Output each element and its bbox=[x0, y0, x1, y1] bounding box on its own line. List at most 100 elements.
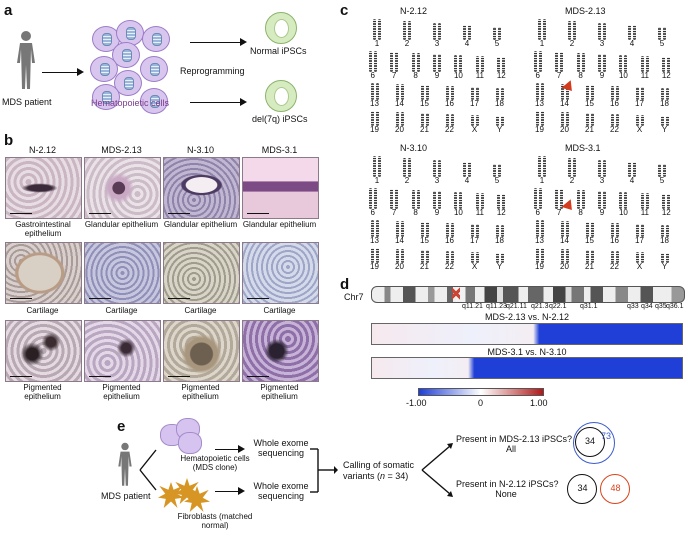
chromosome bbox=[611, 86, 614, 100]
chromosome bbox=[534, 51, 537, 72]
scale-mid-label: 0 bbox=[478, 398, 483, 408]
chromosome bbox=[646, 193, 649, 209]
chromosome-number: Y bbox=[658, 126, 672, 134]
chromosome bbox=[541, 220, 544, 237]
chromosome-number: 7 bbox=[552, 72, 566, 80]
chromosome bbox=[586, 85, 589, 100]
chromosome bbox=[374, 188, 377, 209]
chromosome bbox=[539, 51, 542, 72]
b-label: Pigmented epithelium bbox=[242, 383, 317, 401]
karyotype-row: 19202122XY bbox=[362, 110, 512, 134]
chr7-ideogram bbox=[371, 286, 685, 303]
karyotype-title: N-2.12 bbox=[400, 6, 427, 16]
chromosome bbox=[598, 23, 601, 40]
chromosome-number: 2 bbox=[565, 40, 579, 48]
chromosome-number: 11 bbox=[638, 209, 652, 217]
chromosome bbox=[390, 52, 393, 72]
chromosome bbox=[395, 52, 398, 72]
chromosome bbox=[641, 56, 644, 72]
histology-tile bbox=[5, 320, 82, 382]
chromosome bbox=[573, 158, 576, 177]
b-label: Cartilage bbox=[5, 306, 80, 315]
chromosome bbox=[438, 160, 441, 177]
chromosome bbox=[438, 23, 441, 40]
mds-clone-label: Hematopoietic cells (MDS clone) bbox=[175, 454, 255, 472]
chromosome bbox=[421, 85, 424, 100]
chromosome bbox=[481, 56, 484, 72]
chromosome-number: 12 bbox=[494, 209, 508, 217]
chromosome bbox=[454, 55, 457, 72]
chromosome-number: 3 bbox=[430, 177, 444, 185]
b-label: Glandular epithelium bbox=[163, 220, 238, 229]
fibroblast-label: Fibroblasts (matched normal) bbox=[175, 512, 255, 530]
chromosome bbox=[376, 220, 379, 237]
centromere-mark bbox=[452, 286, 460, 301]
chromosome bbox=[433, 160, 436, 177]
question-split-lines bbox=[420, 440, 456, 500]
chromosome bbox=[603, 191, 606, 209]
chromosome bbox=[373, 156, 376, 177]
normal-ipsc-label: Normal iPSCs bbox=[250, 46, 307, 56]
chromosome-number: 17 bbox=[468, 237, 482, 245]
chromosome-number: 21 bbox=[418, 263, 432, 271]
band-label: q21.11 bbox=[506, 303, 527, 311]
chromosome-number: 12 bbox=[659, 209, 673, 217]
chromosome bbox=[555, 52, 558, 72]
chromosome-number: 15 bbox=[418, 100, 432, 108]
band-label: q31.1 bbox=[580, 303, 598, 311]
chromosome-number: 9 bbox=[430, 72, 444, 80]
venn2-left-count: 34 bbox=[567, 483, 598, 493]
chromosome-number: 20 bbox=[558, 126, 572, 134]
chromosome-number: 10 bbox=[451, 72, 465, 80]
histology-tile bbox=[163, 157, 240, 219]
b-label: Cartilage bbox=[163, 306, 238, 315]
chromosome-number: 18 bbox=[658, 237, 672, 245]
chromosome-number: 6 bbox=[531, 72, 545, 80]
chromosome bbox=[560, 52, 563, 72]
band-label: q34 bbox=[641, 303, 653, 311]
chromosome bbox=[555, 189, 558, 209]
chromosome bbox=[624, 192, 627, 209]
chromosome bbox=[603, 160, 606, 177]
chromosome-number: 4 bbox=[625, 177, 639, 185]
chromosome bbox=[417, 53, 420, 72]
chromosome-number: 21 bbox=[583, 126, 597, 134]
chromosome bbox=[619, 55, 622, 72]
chromosome-number: 22 bbox=[443, 263, 457, 271]
chromosome-number: 9 bbox=[430, 209, 444, 217]
chromosome bbox=[451, 223, 454, 237]
histology-tile bbox=[5, 242, 82, 304]
chromosome-number: 3 bbox=[430, 40, 444, 48]
chromosome-number: 3 bbox=[595, 177, 609, 185]
chromosome bbox=[371, 111, 374, 126]
b-label: Glandular epithelium bbox=[84, 220, 159, 229]
chromosome-number: Y bbox=[493, 126, 507, 134]
chromosome-number: 17 bbox=[633, 100, 647, 108]
chromosome-number: 18 bbox=[658, 100, 672, 108]
merge-lines-e bbox=[308, 446, 338, 496]
chromosome bbox=[616, 86, 619, 100]
histology-tile bbox=[84, 320, 161, 382]
karyotype-row: 12345 bbox=[362, 155, 512, 185]
arrow-a-top bbox=[190, 42, 245, 43]
chromosome bbox=[566, 112, 569, 126]
chromosome-number: 19 bbox=[368, 126, 382, 134]
chromosome bbox=[541, 111, 544, 126]
b-col-header-4: MDS-3.1 bbox=[242, 145, 317, 155]
chromosome bbox=[369, 51, 372, 72]
chromosome bbox=[378, 19, 381, 40]
chromosome bbox=[497, 57, 500, 72]
chromosome-number: 13 bbox=[533, 100, 547, 108]
cnv-heatmap-1 bbox=[371, 323, 683, 345]
chromosome-number: 13 bbox=[368, 100, 382, 108]
answer-2: None bbox=[456, 489, 556, 499]
chromosome bbox=[468, 25, 471, 40]
chromosome bbox=[561, 249, 564, 263]
chromosome-number: 1 bbox=[370, 40, 384, 48]
chromosome bbox=[561, 112, 564, 126]
b-label: Cartilage bbox=[84, 306, 159, 315]
comparison-label: MDS-3.1 vs. N-3.10 bbox=[371, 347, 683, 357]
color-scale-bar bbox=[418, 388, 544, 396]
